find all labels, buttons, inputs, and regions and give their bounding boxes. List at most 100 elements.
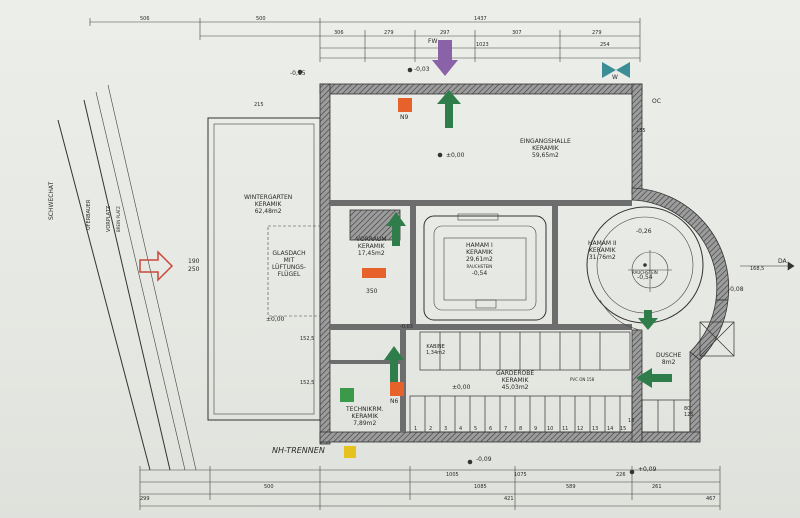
fw-label: FW bbox=[428, 38, 438, 45]
level-marker: -0,08 bbox=[728, 286, 744, 293]
level-marker: ±0,00 bbox=[446, 152, 465, 159]
electrical-warning-sign bbox=[344, 446, 356, 458]
dim-label: 506 bbox=[140, 16, 150, 22]
bottom-dimension-lines bbox=[139, 466, 721, 510]
dim-label: 500 bbox=[256, 16, 266, 22]
top-dimension-lines bbox=[89, 18, 641, 62]
room-kabine: KABINE 1,34m2 bbox=[426, 344, 446, 356]
room-wintergarten: WINTERGARTEN KERAMIK 62,48m2 bbox=[244, 194, 293, 215]
room-eingangshalle: EINGANGSHALLE KERAMIK 59,65m2 bbox=[520, 138, 571, 159]
street-label-3: VORPLATZ bbox=[106, 205, 112, 232]
dim-label: 215 bbox=[254, 102, 264, 108]
cabin-number: 9 bbox=[534, 426, 538, 432]
dim-label: 135 bbox=[636, 128, 646, 134]
green-arrow-up-vorraum bbox=[386, 212, 406, 246]
cabin-number: 4 bbox=[459, 426, 463, 432]
room-hamam-ii: HAMAM II KERAMIK 31,76m2 bbox=[588, 240, 617, 261]
cabin-number: 1 bbox=[414, 426, 418, 432]
street-lines bbox=[57, 84, 197, 471]
cabin-number: 3 bbox=[444, 426, 448, 432]
section-markers bbox=[297, 67, 795, 475]
dim-label: 350 bbox=[366, 288, 378, 295]
dim-label: 1437 bbox=[474, 16, 487, 22]
dim-label: 307 bbox=[512, 30, 522, 36]
street-label-2: UFERBAUER bbox=[86, 199, 92, 230]
da-label: DA bbox=[778, 258, 787, 265]
dim-label: 299 bbox=[140, 496, 150, 502]
exit-sign-n6 bbox=[390, 382, 404, 396]
dim-label: 261 bbox=[652, 484, 662, 490]
first-aid-sign bbox=[340, 388, 354, 402]
hamam-ii-note: RAUCHSTEIN -0,54 bbox=[632, 270, 658, 281]
n6-label: N6 bbox=[390, 398, 399, 405]
cabin-number: 12 bbox=[577, 426, 584, 432]
cabins-bottom-row bbox=[409, 395, 633, 433]
dim-label: 1075 bbox=[514, 472, 527, 478]
level-marker: -0,03 bbox=[414, 66, 430, 73]
dim-label: 421 bbox=[504, 496, 514, 502]
dim-label: 80 bbox=[684, 406, 691, 412]
dim-label: 306 bbox=[334, 30, 344, 36]
cabin-number: 7 bbox=[504, 426, 508, 432]
green-arrow-up-entrance bbox=[437, 90, 461, 128]
cabin-number: 16 bbox=[628, 418, 635, 424]
cabin-number: 11 bbox=[562, 426, 569, 432]
exit-sign-n9 bbox=[398, 98, 412, 112]
dusche-block bbox=[641, 321, 735, 433]
cabin-number: 2 bbox=[429, 426, 433, 432]
cabin-number: 14 bbox=[607, 426, 614, 432]
cabins-top-row bbox=[419, 331, 631, 371]
street-label-1: SCHWECHAT bbox=[48, 181, 55, 220]
nh-trennen-label: NH-TRENNEN bbox=[272, 446, 325, 455]
room-vorraum: VORRAUM KERAMIK 17,45m2 bbox=[356, 236, 387, 257]
cabin-number: 10 bbox=[547, 426, 554, 432]
w-label: W bbox=[612, 74, 618, 81]
oc-label: OC bbox=[652, 98, 661, 105]
fire-water-arrow bbox=[432, 40, 458, 76]
cabin-number: 13 bbox=[592, 426, 599, 432]
level-marker: ±0,00 bbox=[266, 316, 285, 323]
dim-label: 297 bbox=[440, 30, 450, 36]
level-marker: -0,09 bbox=[476, 456, 492, 463]
level-marker: ±0,00 bbox=[452, 384, 471, 391]
interior-walls bbox=[330, 200, 632, 432]
n9-label: N9 bbox=[400, 114, 409, 121]
room-hamam-i: HAMAM I KERAMIK 29,61m2 RAUCHSTEIN -0,54 bbox=[466, 242, 493, 277]
dim-label: 254 bbox=[600, 42, 610, 48]
room-dusche: DUSCHE 8m2 bbox=[656, 352, 682, 366]
dim-label: 152,5 bbox=[300, 380, 315, 386]
dim-label: 250 bbox=[188, 266, 200, 273]
dim-label: 1085 bbox=[474, 484, 487, 490]
glasdach-label: GLASDACH MIT LÜFTUNGS- FLÜGEL bbox=[272, 250, 306, 278]
cabin-number: 5 bbox=[474, 426, 478, 432]
cabin-number: 8 bbox=[519, 426, 523, 432]
level-marker: -0,03 bbox=[400, 324, 413, 330]
hamam-i-pools bbox=[423, 213, 547, 321]
dim-label: 500 bbox=[264, 484, 274, 490]
exit-sign-vorraum bbox=[362, 268, 386, 278]
dim-label: 152,5 bbox=[300, 336, 315, 342]
pvc-label: PVC ON 158 bbox=[570, 377, 595, 382]
green-arrow-left-garderobe bbox=[636, 368, 672, 388]
dim-label: 1005 bbox=[446, 472, 459, 478]
dim-label: 190 bbox=[188, 258, 200, 265]
cabin-number: 6 bbox=[489, 426, 493, 432]
dim-label: 125 bbox=[684, 412, 694, 418]
dim-label: 279 bbox=[384, 30, 394, 36]
room-garderobe: GARDEROBE KERAMIK 45,03m2 bbox=[496, 370, 535, 391]
room-technikrm: TECHNIKRM. KERAMIK 7,89m2 bbox=[346, 406, 384, 427]
dim-label: 279 bbox=[592, 30, 602, 36]
level-marker: -0,15 bbox=[290, 70, 306, 77]
level-marker: -0,26 bbox=[636, 228, 652, 235]
level-marker: +0,09 bbox=[638, 466, 657, 473]
dim-label: 467 bbox=[706, 496, 716, 502]
dim-label: 1023 bbox=[476, 42, 489, 48]
dim-label: 226 bbox=[616, 472, 626, 478]
dim-label: 168,5 bbox=[750, 266, 765, 272]
green-arrow-down-hamam-ii bbox=[638, 310, 658, 330]
water-valve-symbol bbox=[602, 62, 630, 78]
street-label-4: BREIN PLATZ bbox=[116, 206, 121, 232]
cabin-number: 15 bbox=[620, 426, 627, 432]
